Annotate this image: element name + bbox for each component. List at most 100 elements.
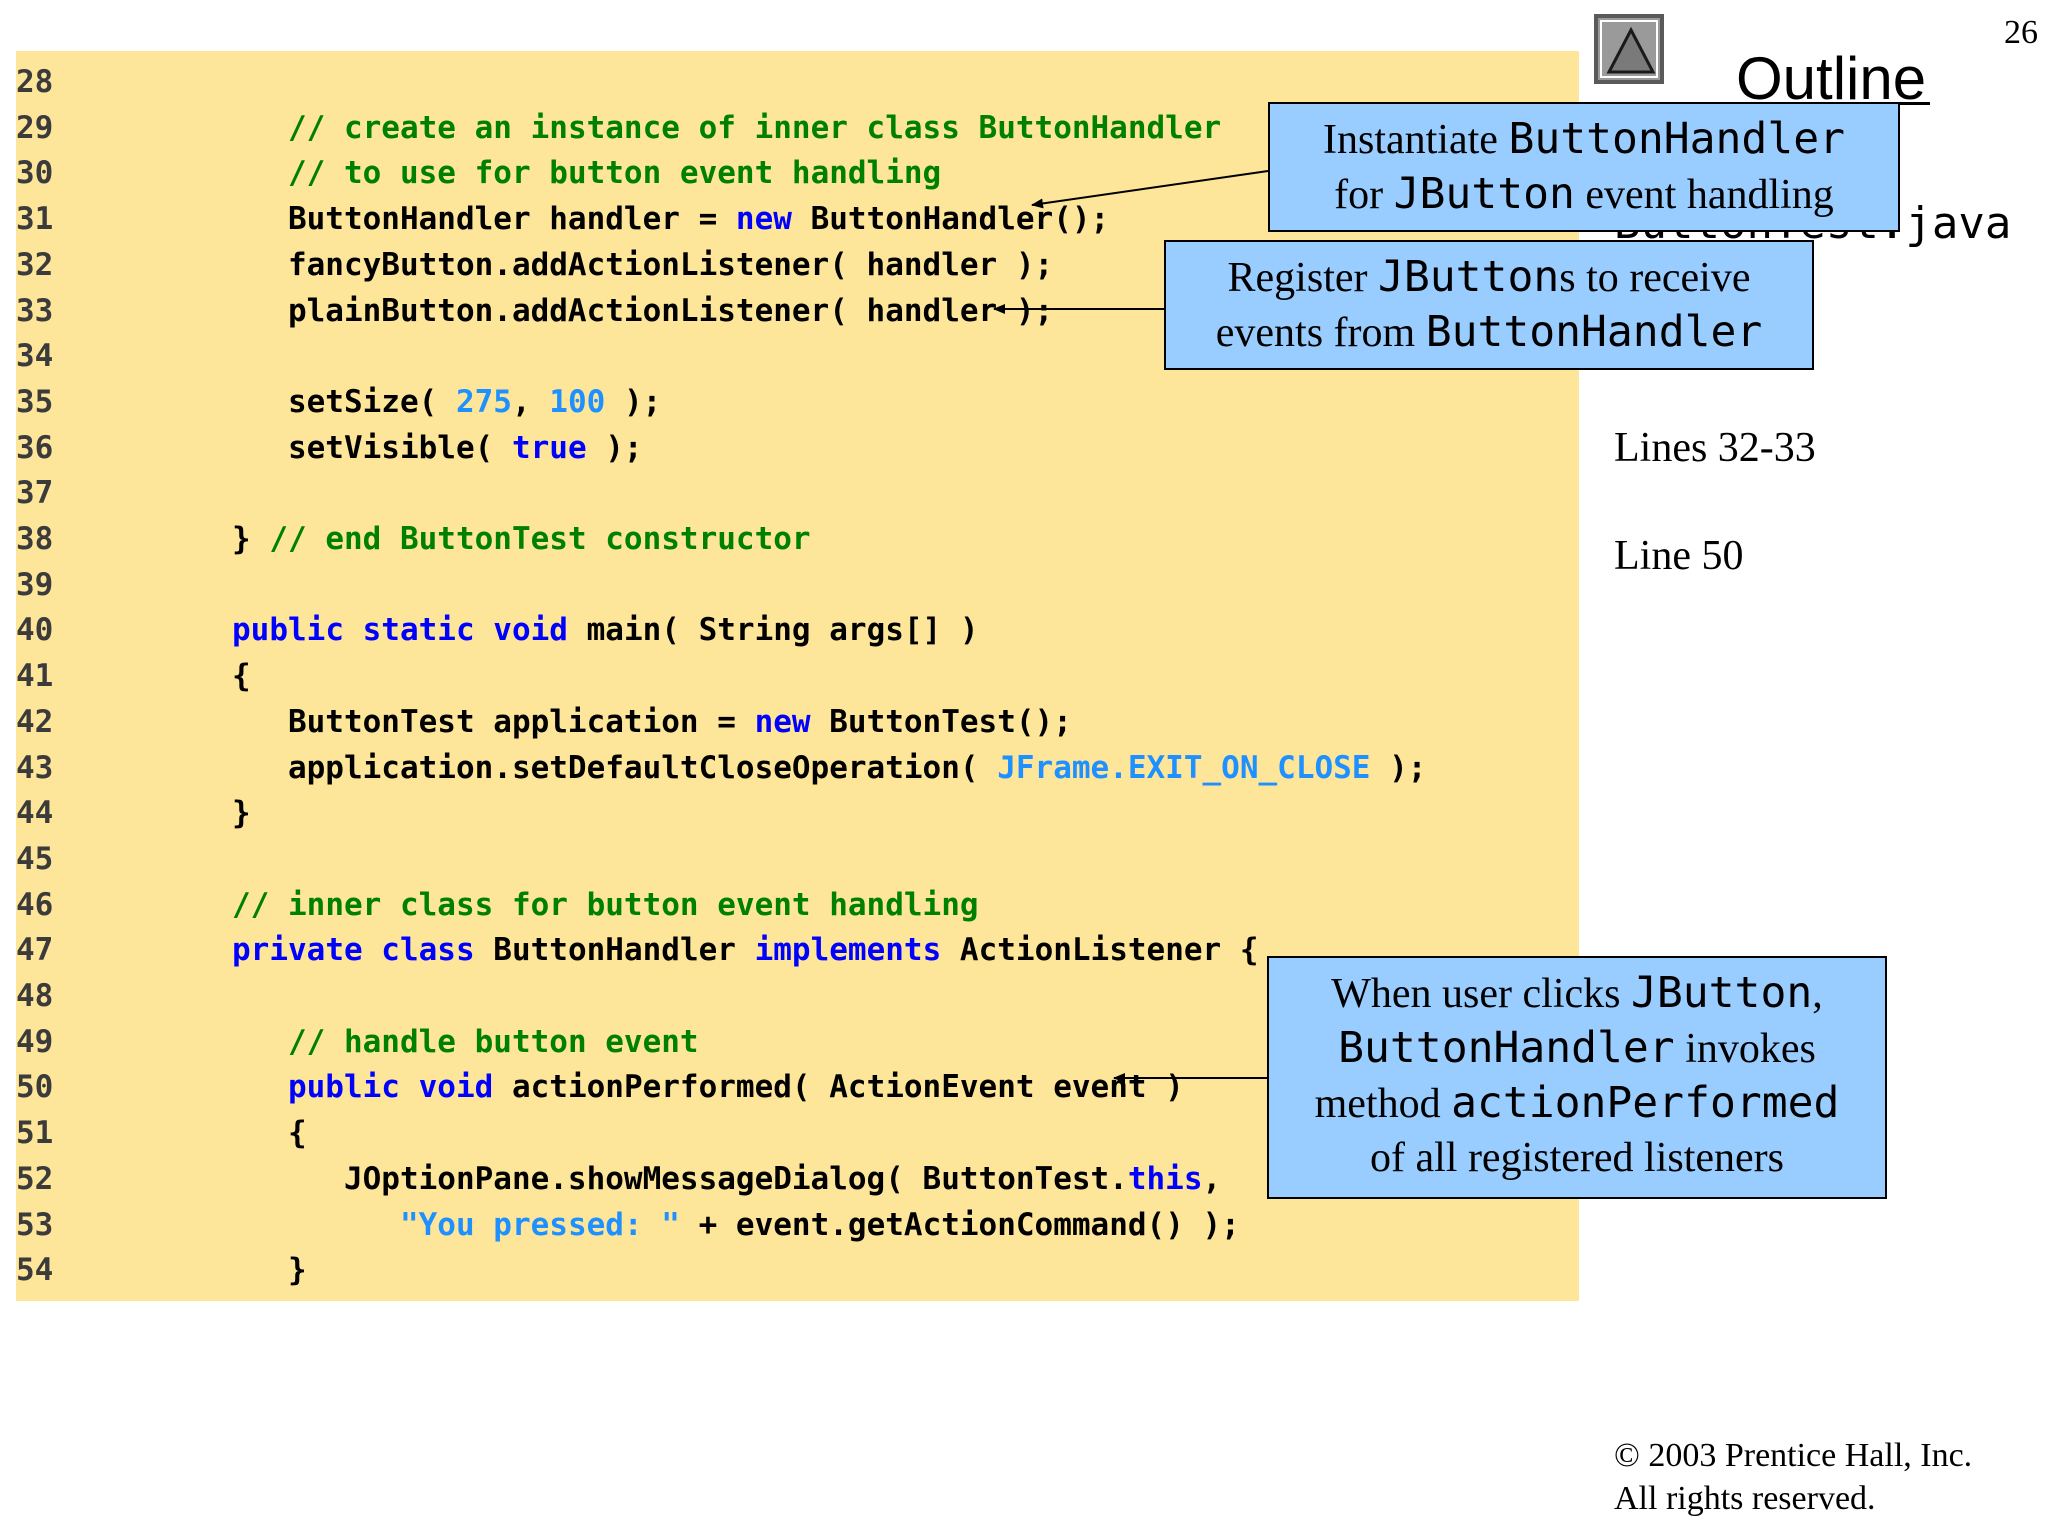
line-number: 47	[16, 932, 54, 968]
side-note-lines-32-33: Lines 32-33	[1614, 425, 1816, 471]
code-token: public void	[287, 1069, 494, 1105]
code-token: ActionListener {	[941, 932, 1259, 968]
code-line: 30 // to use for button event handling	[16, 150, 941, 196]
code-token: private class	[232, 932, 475, 968]
code-token: implements	[754, 932, 942, 968]
callout-action-performed: When user clicks JButton,ButtonHandler i…	[1267, 956, 1887, 1199]
callout-text: ButtonHandler	[1508, 114, 1845, 164]
callout-text: actionPerformed	[1451, 1078, 1840, 1128]
code-line: 52 JOptionPane.showMessageDialog( Button…	[16, 1156, 1221, 1202]
line-number: 35	[16, 384, 54, 420]
code-line: 28	[16, 59, 176, 105]
code-line: 37	[16, 470, 176, 516]
line-number: 29	[16, 110, 54, 146]
callout-line: Register JButtons to receive	[1166, 250, 1812, 305]
code-token: new	[735, 201, 792, 237]
line-number: 40	[16, 612, 54, 648]
code-token: );	[605, 384, 662, 420]
code-token: // inner class for button event handling	[232, 887, 979, 923]
line-number: 44	[16, 795, 54, 831]
callout-text: JButton	[1378, 252, 1560, 302]
rights-line: All rights reserved.	[1614, 1480, 1876, 1517]
code-token: setVisible(	[176, 430, 512, 466]
line-number: 33	[16, 293, 54, 329]
callout-text: s to receive	[1559, 255, 1751, 301]
line-number: 39	[16, 567, 54, 603]
code-line: 46 // inner class for button event handl…	[16, 882, 979, 928]
page-number: 26	[2004, 14, 2038, 51]
code-line: 29 // create an instance of inner class …	[16, 105, 1221, 151]
code-token: 100	[549, 384, 606, 420]
code-token: }	[176, 795, 251, 831]
code-token: application.setDefaultCloseOperation(	[176, 750, 998, 786]
code-token: {	[176, 658, 251, 694]
code-token: this	[1127, 1161, 1203, 1197]
code-line: 35 setSize( 275, 100 );	[16, 379, 661, 425]
callout-text: When user clicks	[1331, 971, 1631, 1017]
code-token: ButtonHandler();	[791, 201, 1110, 237]
code-line: 33 plainButton.addActionListener( handle…	[16, 288, 1053, 334]
code-line: 32 fancyButton.addActionListener( handle…	[16, 242, 1053, 288]
callout-text: of all registered listeners	[1369, 1135, 1784, 1181]
callout-text: ButtonHandler	[1338, 1023, 1675, 1073]
callout-line: for JButton event handling	[1270, 167, 1898, 222]
code-line: 40 public static void main( String args[…	[16, 607, 979, 653]
line-number: 45	[16, 841, 54, 877]
code-line: 54 }	[16, 1247, 307, 1293]
line-number: 54	[16, 1252, 54, 1288]
code-token: // to use for button event handling	[287, 155, 942, 191]
callout-line: events from ButtonHandler	[1166, 305, 1812, 360]
copyright-notice: © 2003 Prentice Hall, Inc. All rights re…	[1614, 1434, 1972, 1520]
code-line: 48	[16, 973, 176, 1019]
code-line: 44 }	[16, 790, 251, 836]
code-line: 51 {	[16, 1110, 307, 1156]
previous-slide-button[interactable]	[1594, 14, 1664, 84]
code-token: "You pressed: "	[399, 1207, 680, 1243]
line-number: 38	[16, 521, 54, 557]
callout-text: JButton	[1393, 169, 1575, 219]
line-number: 42	[16, 704, 54, 740]
line-number: 37	[16, 475, 54, 511]
code-line: 34	[16, 333, 176, 379]
outline-title: Outline	[1736, 45, 1927, 112]
code-token: JFrame.EXIT_ON_CLOSE	[997, 750, 1371, 786]
code-token: );	[1370, 750, 1427, 786]
code-token: }	[176, 1252, 307, 1288]
code-line: 53 "You pressed: " + event.getActionComm…	[16, 1202, 1240, 1248]
callout-text: events from	[1215, 310, 1426, 356]
code-token: 275	[455, 384, 512, 420]
line-number: 50	[16, 1069, 54, 1105]
callout-text: JButton	[1631, 968, 1813, 1018]
code-line: 42 ButtonTest application = new ButtonTe…	[16, 699, 1072, 745]
side-note-line-50: Line 50	[1614, 533, 1744, 579]
code-token: true	[511, 430, 587, 466]
line-number: 32	[16, 247, 54, 283]
callout-text: for	[1334, 172, 1394, 218]
code-line: 49 // handle button event	[16, 1019, 699, 1065]
line-number: 36	[16, 430, 54, 466]
callout-text: invokes	[1674, 1026, 1816, 1072]
code-token: ,	[1202, 1161, 1222, 1197]
code-token: {	[176, 1115, 307, 1151]
code-token: // handle button event	[287, 1024, 699, 1060]
code-token: plainButton.addActionListener( handler )…	[176, 293, 1054, 329]
callout-text: ButtonHandler	[1425, 307, 1763, 357]
callout-text: Register	[1227, 255, 1378, 301]
line-number: 49	[16, 1024, 54, 1060]
code-token: ButtonHandler	[474, 932, 755, 968]
line-number: 52	[16, 1161, 54, 1197]
line-number: 30	[16, 155, 54, 191]
code-token: setSize(	[176, 384, 456, 420]
callout-text: ,	[1812, 971, 1823, 1017]
line-number: 48	[16, 978, 54, 1014]
code-token: ButtonTest();	[810, 704, 1072, 740]
code-token: ButtonTest application =	[176, 704, 755, 740]
code-line: 43 application.setDefaultCloseOperation(…	[16, 745, 1426, 791]
callout-line: ButtonHandler invokes	[1269, 1021, 1885, 1076]
callout-line: When user clicks JButton,	[1269, 966, 1885, 1021]
code-line: 45	[16, 836, 176, 882]
line-number: 43	[16, 750, 54, 786]
code-token: fancyButton.addActionListener( handler )…	[176, 247, 1054, 283]
